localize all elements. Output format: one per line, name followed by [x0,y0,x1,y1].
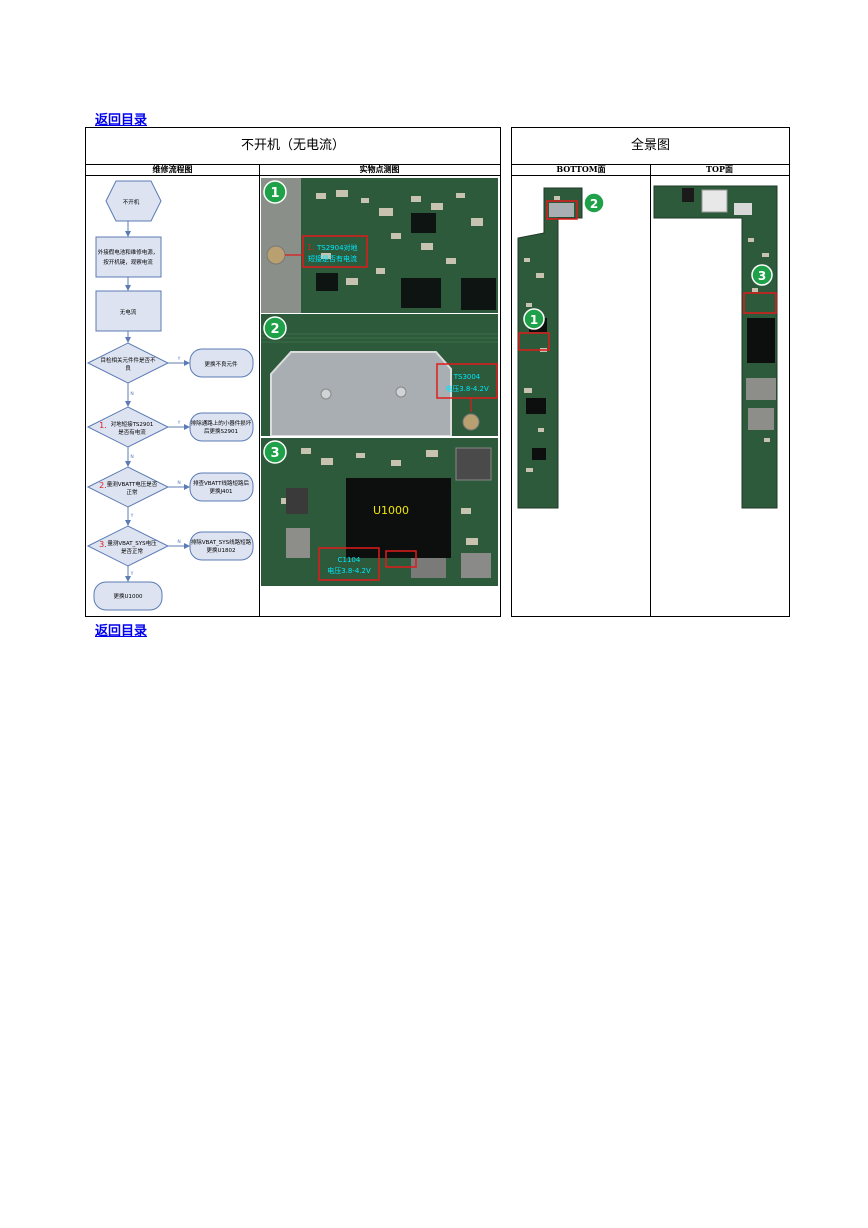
no-label: N [130,454,133,460]
flow-action-4 [189,531,254,561]
flow-action-1 [189,348,254,378]
left-panel: 不开机（无电流） 维修流程图 实物点测图 [85,127,501,617]
badge-1 [263,180,287,204]
flow-decision-4-text-2: 是否正常 [121,547,144,555]
flow-start-node [105,180,162,222]
board-badge-2 [583,192,605,214]
photo-3-pcb: U1000 C1104 电压3.8-4.2V 3 [261,438,498,586]
flow-start-text: 不开机 [123,198,140,206]
yes-label: Y [177,356,181,362]
flow-action-3-text-2: 更换J401 [209,487,232,495]
p1-annotation-2: 短接是否有电流 [308,254,357,263]
column-divider [650,164,651,616]
flow-action-2 [189,412,254,442]
flow-step-2-text: 无电流 [120,308,137,316]
badge-2 [263,316,287,340]
flow-step-1-text-2: 按开机键，观察电流 [103,258,153,266]
no-label: N [177,539,180,545]
no-label: N [177,480,180,486]
flow-end-node [93,581,163,611]
bottom-highlight-1 [518,332,550,351]
p3-annotation-1: C1104 [338,556,361,564]
flow-step-1 [95,236,162,278]
flow-decision-1-text-1: 目检相关元件件是否不 [100,356,156,364]
badge-1-text: 1 [270,186,279,201]
yes-label: Y [130,513,134,519]
bottom-board-image: 2 1 [517,187,605,509]
photo-2-pcb: TS3004 电压3.8-4.2V 2 [261,314,498,436]
metal-shield [270,351,452,436]
flow-decision-2-number: 1. [99,421,107,430]
flow-action-4-text-1: 排除VBAT_SYS线路短路 [191,538,252,546]
highlight-box [318,547,380,581]
highlight-box [302,235,368,268]
photo-1-pcb: 1. TS2904对地 短接是否有电流 1 [261,178,498,313]
p1-step-number: 1. [307,243,315,252]
bottom-side-header: BOTTOM面 [512,164,650,176]
p2-annotation-2: 电压3.8-4.2V [445,384,489,393]
yes-label: Y [130,571,134,577]
p2-annotation-1: TS3004 [453,373,481,381]
flow-action-3 [189,472,254,502]
flow-action-4-text-2: 更换U1802 [206,546,235,554]
flow-action-3-text-1: 排查VBATT线路短路后 [193,479,249,487]
repair-flowchart: 不开机 外接假电池和维修电源， 按开机键，观察电流 无电流 目检相关元件件是否不… [86,180,254,611]
badge-3 [263,440,287,464]
top-board-image: 3 [653,185,778,509]
photo-column-header: 实物点测图 [259,164,500,176]
flow-decision-3-text-1: 量测VBATT电压是否 [107,480,158,488]
back-to-toc-link-bottom[interactable]: 返回目录 [95,624,148,639]
flow-decision-3-number: 2. [99,481,107,490]
yes-label: Y [177,420,181,426]
test-point [266,245,286,265]
bottom-highlight-2 [546,200,578,220]
board-badge-1-text: 1 [530,313,538,327]
column-divider [259,164,260,616]
highlight-box [436,363,498,399]
badge-3-text: 3 [270,446,279,461]
flow-action-1-text: 更换不良元件 [204,360,238,368]
flow-decision-4-number: 3. [99,540,107,549]
test-point [462,413,480,431]
flow-decision-4-text-1: 量测VBAT_SYS电压 [107,539,157,547]
flow-decision-2-text-1: 对地短接TS2901 [111,420,154,428]
board-badge-2-text: 2 [590,197,598,211]
flow-action-2-text-2: 后更换S2901 [204,427,238,435]
back-to-toc-link-top[interactable]: 返回目录 [95,113,148,128]
chip-u1000 [346,478,451,558]
right-panel-title: 全景图 [512,128,789,165]
right-panel: 全景图 BOTTOM面 TOP面 2 1 [511,127,790,617]
flow-decision-2-text-2: 是否有电流 [118,428,146,436]
flow-end-text: 更换U1000 [113,592,143,600]
board-badge-3 [751,264,773,286]
top-highlight-3 [743,292,777,314]
board-badge-1 [523,308,545,330]
flow-decision-3-text-2: 正常 [126,488,138,496]
p1-annotation-1: TS2904对地 [316,243,358,252]
chip-label: U1000 [373,504,409,517]
badge-2-text: 2 [270,322,279,337]
flow-step-1-text-1: 外接假电池和维修电源， [98,248,159,256]
flowchart-column-header: 维修流程图 [86,164,259,176]
flow-step-2 [95,290,162,332]
p3-annotation-2: 电压3.8-4.2V [327,566,371,575]
board-badge-3-text: 3 [758,269,766,283]
highlight-box-small [385,550,417,568]
flow-decision-1-text-2: 良 [125,364,131,372]
top-side-header: TOP面 [650,164,789,176]
no-label: N [130,391,133,397]
left-panel-title: 不开机（无电流） [86,128,500,165]
flow-action-2-text-1: 排除通路上的小器件损坏 [191,419,252,427]
